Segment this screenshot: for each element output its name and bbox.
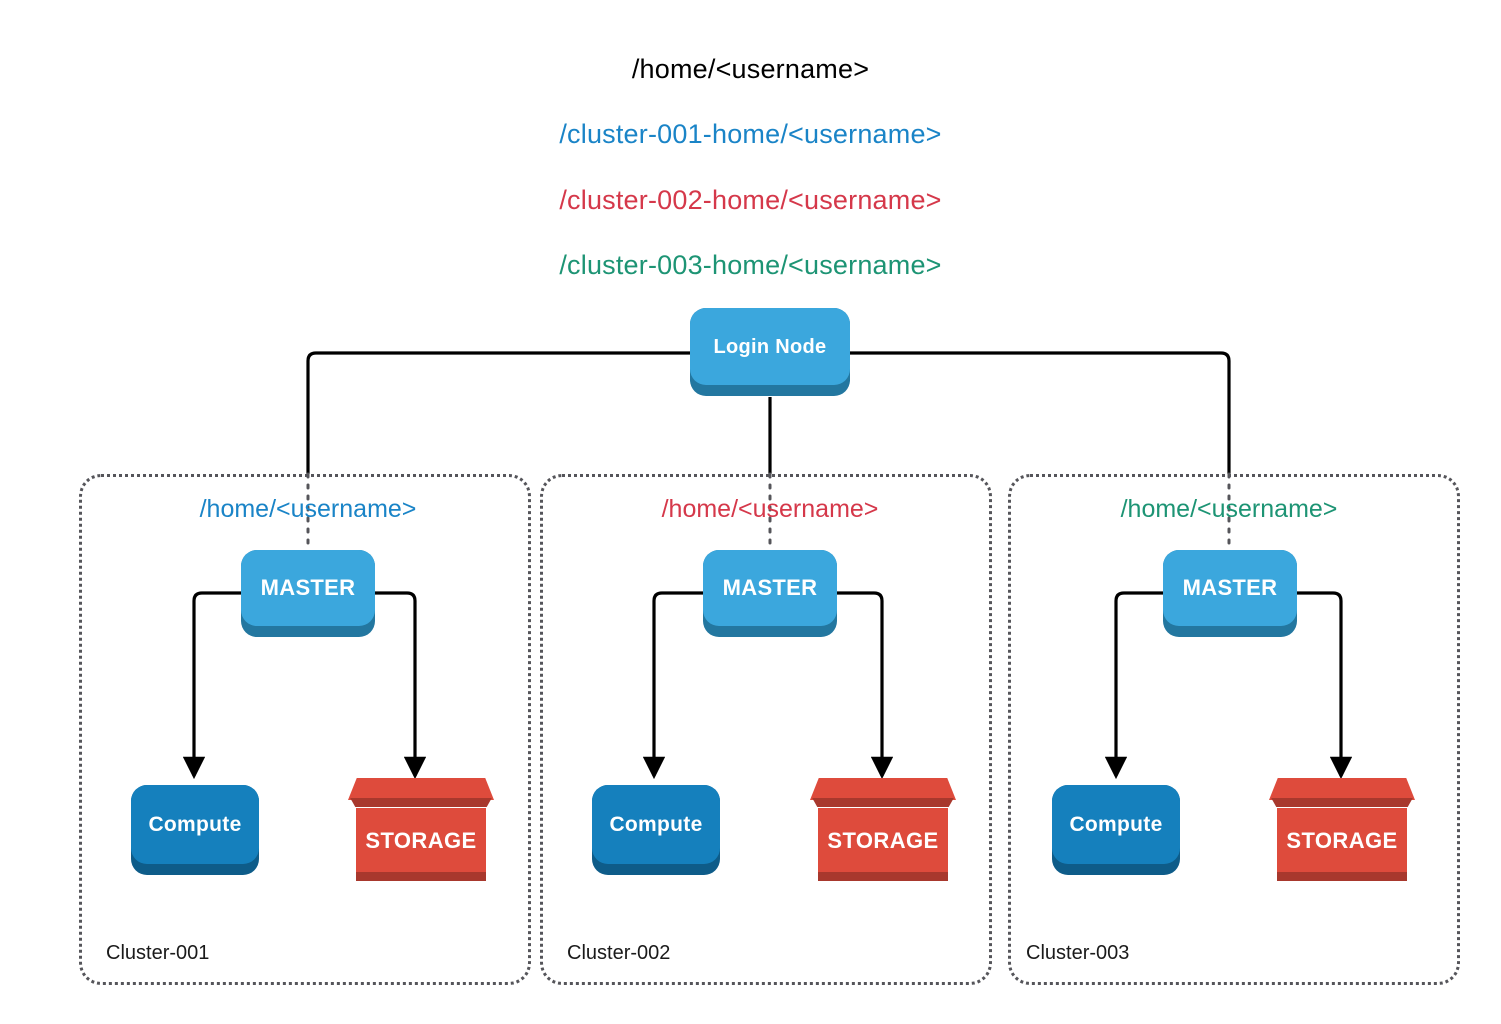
master-node-label-002: MASTER (722, 574, 818, 600)
storage-lid-002 (810, 778, 956, 800)
storage-foot-003 (1277, 872, 1407, 881)
compute-node-003[interactable]: Compute (1052, 785, 1180, 875)
cluster-box-003 (1008, 474, 1460, 985)
storage-body-003: STORAGE (1277, 808, 1407, 881)
compute-node-face-003: Compute (1052, 785, 1180, 864)
cluster-label-001: Cluster-001 (106, 942, 210, 964)
storage-lid-shadow-003 (1271, 798, 1413, 807)
storage-lid-001 (348, 778, 494, 800)
cluster-label-002: Cluster-002 (567, 942, 671, 964)
cluster-mount-path-003: /home/<username> (1120, 495, 1338, 523)
storage-node-003[interactable]: STORAGE (1269, 778, 1415, 881)
cluster-box-001 (79, 474, 531, 985)
cluster-mount-path-001: /home/<username> (199, 495, 417, 523)
master-node-002[interactable]: MASTER (703, 550, 837, 637)
storage-lid-shadow-001 (350, 798, 492, 807)
path-label-root: /home/<username> (631, 54, 870, 84)
path-label-cluster-003: /cluster-003-home/<username> (559, 250, 942, 280)
storage-lid-003 (1269, 778, 1415, 800)
storage-body-002: STORAGE (818, 808, 948, 881)
compute-node-face-001: Compute (131, 785, 259, 864)
master-node-face-003: MASTER (1163, 550, 1297, 626)
path-label-cluster-002: /cluster-002-home/<username> (559, 185, 942, 215)
storage-node-label-003: STORAGE (1286, 827, 1398, 853)
login-node[interactable]: Login Node (690, 308, 850, 396)
compute-node-001[interactable]: Compute (131, 785, 259, 875)
storage-node-002[interactable]: STORAGE (810, 778, 956, 881)
master-node-label-003: MASTER (1182, 574, 1278, 600)
storage-node-label-001: STORAGE (365, 827, 477, 853)
wire-login-to-cluster-003 (850, 351, 1231, 474)
storage-node-label-002: STORAGE (827, 827, 939, 853)
path-label-cluster-001: /cluster-001-home/<username> (559, 119, 942, 149)
compute-node-face-002: Compute (592, 785, 720, 864)
storage-foot-002 (818, 872, 948, 881)
compute-node-label-002: Compute (609, 812, 703, 836)
cluster-label-003: Cluster-003 (1026, 942, 1130, 964)
storage-node-001[interactable]: STORAGE (348, 778, 494, 881)
cluster-mount-path-002: /home/<username> (661, 495, 879, 523)
master-node-face-001: MASTER (241, 550, 375, 626)
master-node-face-002: MASTER (703, 550, 837, 626)
login-node-label: Login Node (713, 335, 827, 358)
compute-node-label-003: Compute (1069, 812, 1163, 836)
master-node-label-001: MASTER (260, 574, 356, 600)
storage-body-001: STORAGE (356, 808, 486, 881)
storage-lid-shadow-002 (812, 798, 954, 807)
master-node-001[interactable]: MASTER (241, 550, 375, 637)
compute-node-002[interactable]: Compute (592, 785, 720, 875)
wire-login-to-cluster-001 (306, 351, 690, 474)
storage-foot-001 (356, 872, 486, 881)
master-node-003[interactable]: MASTER (1163, 550, 1297, 637)
compute-node-label-001: Compute (148, 812, 242, 836)
login-node-face: Login Node (690, 308, 850, 385)
cluster-box-002 (540, 474, 992, 985)
